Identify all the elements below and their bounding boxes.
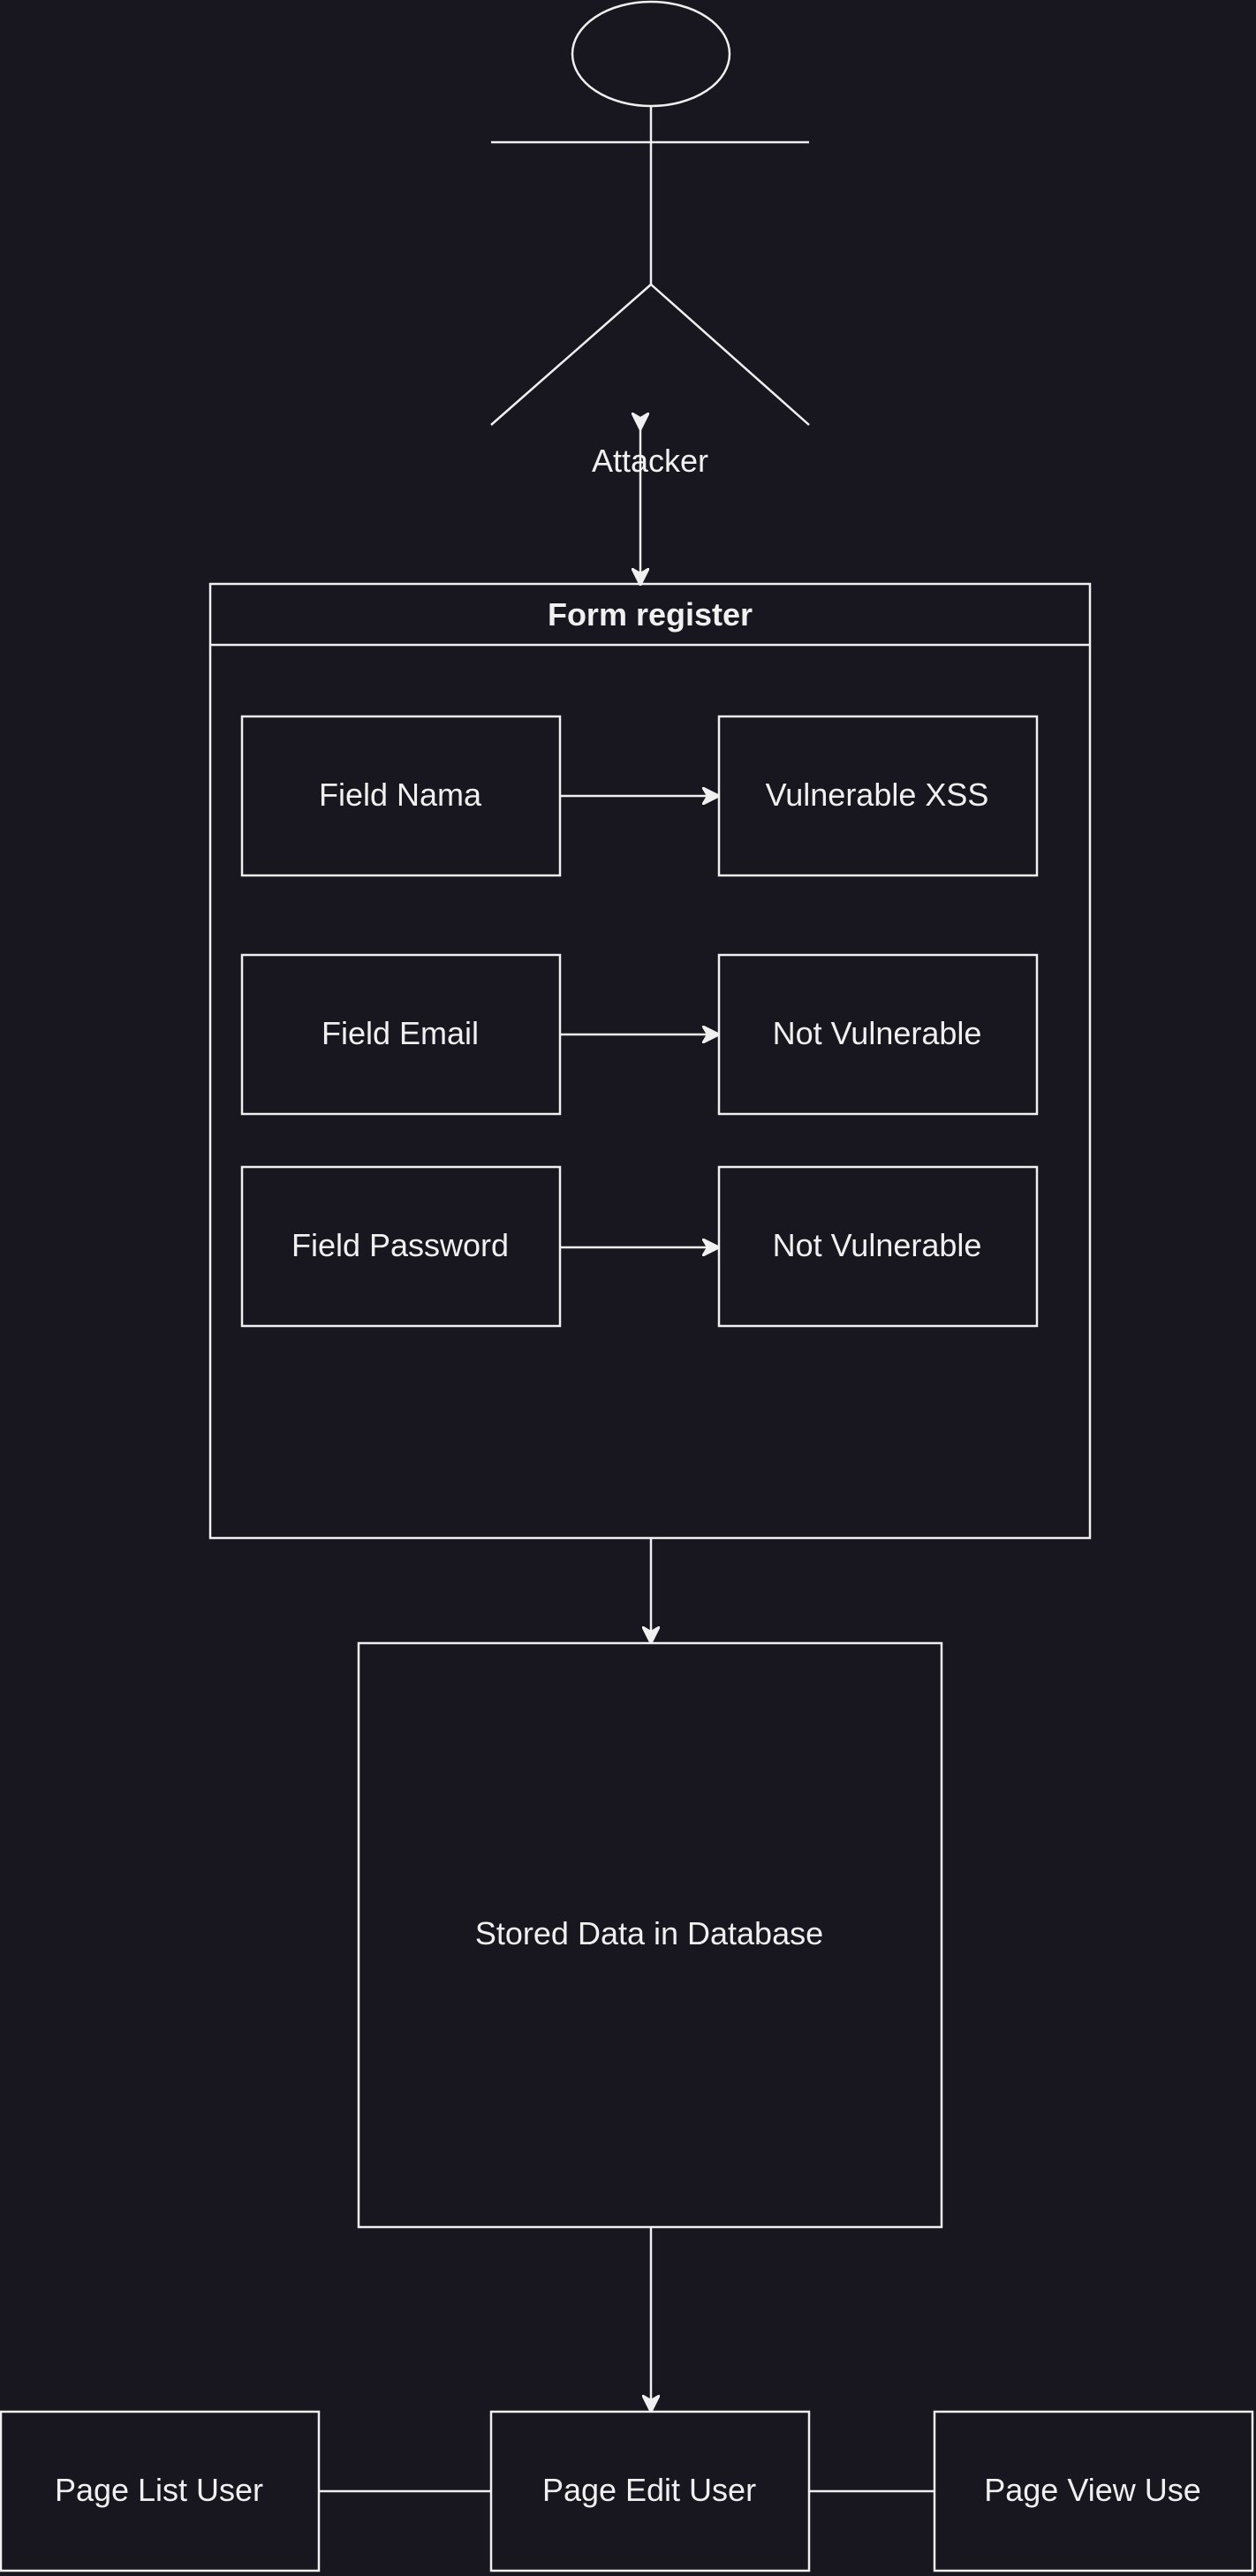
vulnerable-xss-box xyxy=(717,715,1039,877)
not-vulnerable-password-label: Not Vulnerable xyxy=(773,1227,982,1263)
actor-right-leg xyxy=(650,284,810,426)
attacker-actor: Attacker xyxy=(490,0,810,479)
form-title: Form register xyxy=(548,596,753,633)
database-label: Stored Data in Database xyxy=(475,1915,823,1951)
vulnerable-xss-label: Vulnerable XSS xyxy=(766,777,989,813)
field-nama-label: Field Nama xyxy=(319,777,482,813)
attacker-label: Attacker xyxy=(592,443,708,479)
not-vulnerable-email-box xyxy=(717,953,1039,1116)
field-email-label: Field Email xyxy=(322,1015,479,1051)
database-node: Stored Data in Database xyxy=(357,1641,943,2229)
not-vulnerable-email-label: Not Vulnerable xyxy=(773,1015,982,1051)
actor-head xyxy=(571,0,731,108)
field-row: Field Nama Vulnerable XSS xyxy=(240,715,1039,877)
page-edit-user-label: Page Edit User xyxy=(542,2472,756,2508)
actor-left-leg xyxy=(490,284,652,426)
page-view-user-label: Page View Use xyxy=(984,2472,1200,2508)
page-list-user-label: Page List User xyxy=(55,2472,263,2508)
form-register-container: Form register Field Nama Vulnerable XSS … xyxy=(208,582,1092,1540)
field-row: Field Email Not Vulnerable xyxy=(240,953,1039,1116)
field-row: Field Password Not Vulnerable xyxy=(240,1165,1039,1328)
pages-row: Page List User Page Edit User Page View … xyxy=(0,2410,1254,2572)
not-vulnerable-password-box xyxy=(717,1165,1039,1328)
field-password-label: Field Password xyxy=(291,1227,509,1263)
page-view-user-box xyxy=(933,2410,1254,2572)
form-register-box xyxy=(208,582,1092,1540)
